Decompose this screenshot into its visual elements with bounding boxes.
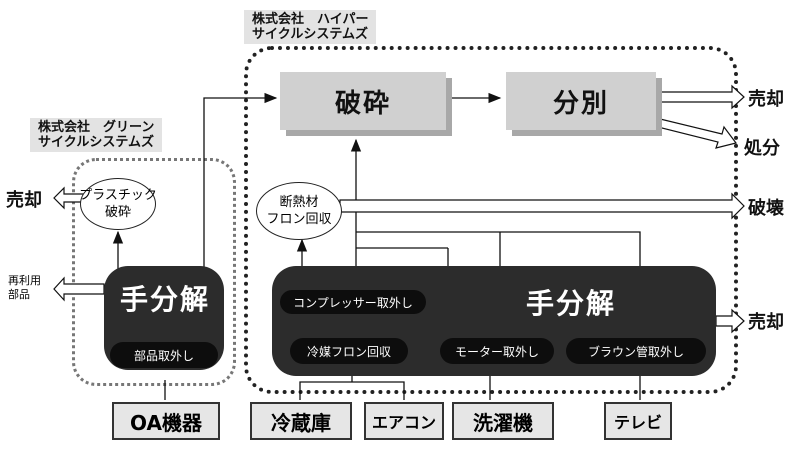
sort-process: 分別 — [506, 72, 656, 130]
destroy-label: 破壊 — [748, 198, 784, 219]
plastic-crush-oval: プラスチック 破砕 — [79, 178, 157, 230]
refrigerant-recovery-pill: 冷媒フロン回収 — [290, 338, 408, 364]
crt-removal-pill: ブラウン管取外し — [566, 338, 706, 364]
oa-to-crush-line — [203, 92, 278, 270]
washing-machine-source: 洗濯機 — [452, 402, 554, 440]
green-hand-title: 手分解 — [120, 283, 211, 316]
hyper-cycle-company-label: 株式会社 ハイパー サイクルシステムズ — [244, 10, 377, 44]
sale-left-label: 売却 — [6, 190, 42, 211]
sale-top-arrow — [659, 84, 745, 110]
sale-top-label: 売却 — [748, 89, 784, 110]
television-source: テレビ — [604, 402, 672, 440]
disposal-label: 処分 — [744, 138, 780, 159]
reuse-parts-label: 再利用 部品 — [8, 274, 41, 301]
oa-equipment-source: OA機器 — [112, 402, 220, 440]
split-lines — [356, 231, 641, 266]
crush-process: 破砕 — [280, 72, 446, 130]
disposal-arrow — [653, 117, 738, 149]
refrigerator-source: 冷蔵庫 — [250, 402, 352, 440]
insulation-freon-oval: 断熱材 フロン回収 — [256, 182, 342, 240]
green-cycle-company-label: 株式会社 グリーン サイクルシステムズ — [30, 118, 163, 152]
sale-right-arrow — [715, 308, 745, 334]
reuse-arrow — [53, 276, 105, 302]
hyper-cycle-region — [244, 46, 738, 394]
green-cycle-region — [72, 158, 236, 386]
sale-right-label: 売却 — [748, 312, 784, 333]
compressor-removal-pill: コンプレッサー取外し — [280, 290, 426, 314]
motor-removal-pill: モーター取外し — [440, 338, 554, 364]
air-conditioner-source: エアコン — [364, 402, 444, 440]
parts-removal-pill: 部品取外し — [110, 342, 218, 368]
hyper-hand-title: 手分解 — [526, 287, 617, 320]
destroy-arrow — [339, 192, 745, 220]
